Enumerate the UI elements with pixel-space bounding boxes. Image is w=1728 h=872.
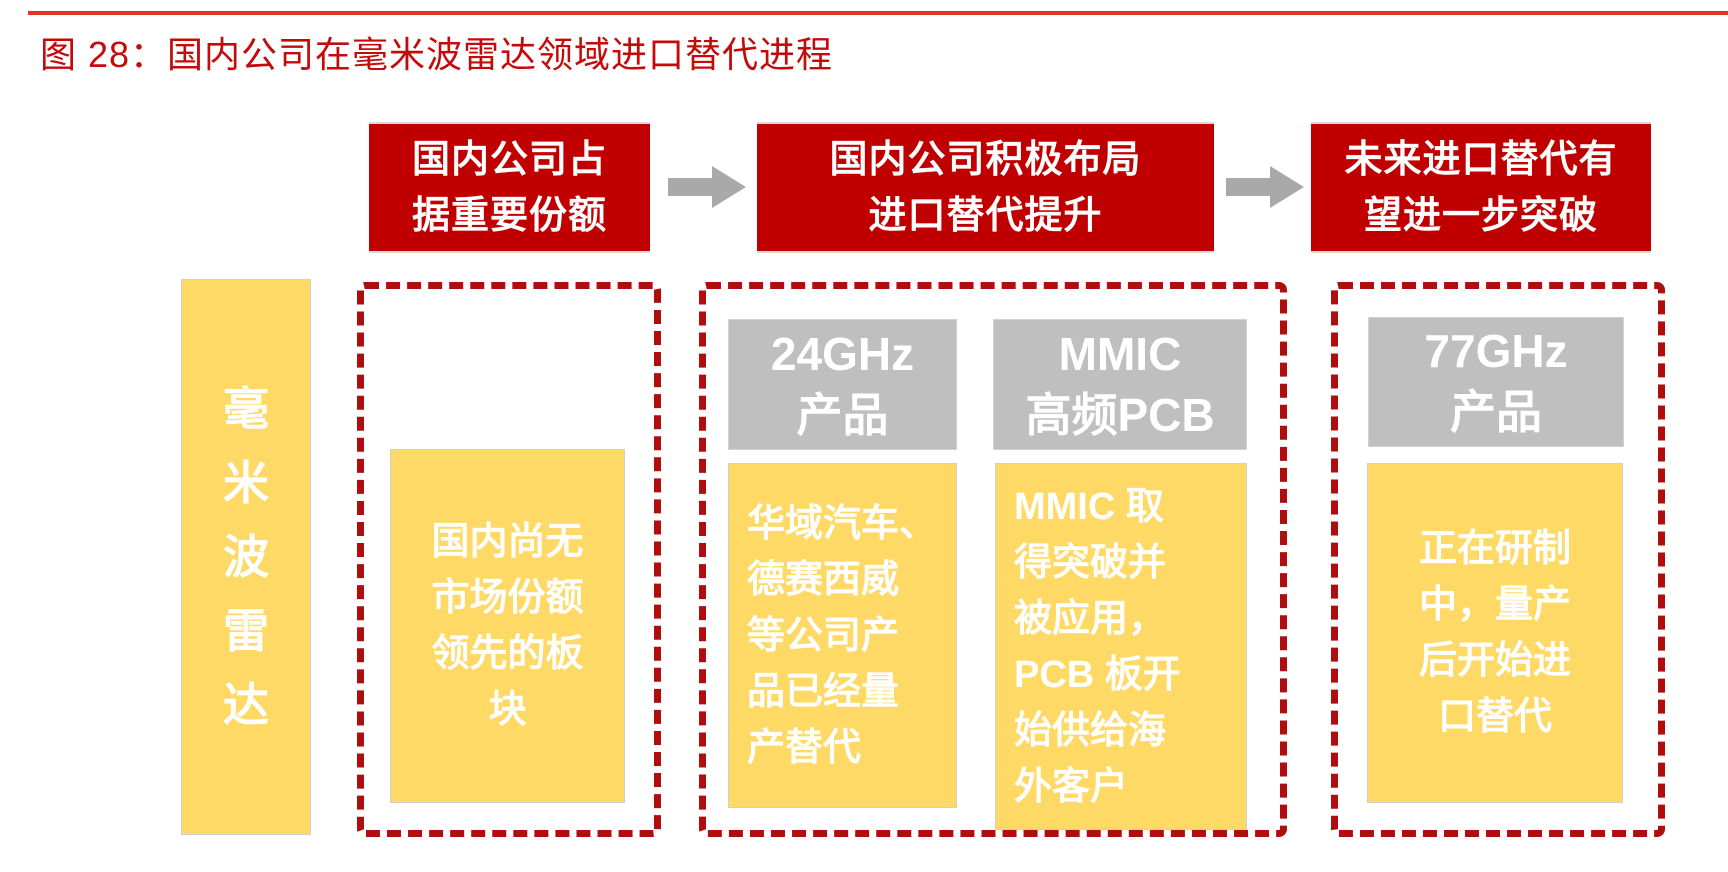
stage-2-note-mmic-pcb: MMIC 取 得突破并 被应用， PCB 板开 始供给海 外客户 — [995, 463, 1247, 830]
category-bar-mmwave-radar: 毫 米 波 雷 达 — [181, 279, 311, 835]
stage-2-panel: 24GHz 产品 MMIC 高频PCB 华域汽车、 德赛西威 等公司产 品已经量… — [699, 282, 1287, 837]
product-tag-24ghz: 24GHz 产品 — [728, 319, 957, 450]
figure-title: 图 28：国内公司在毫米波雷达领域进口替代进程 — [40, 34, 834, 75]
stage-3-panel: 77GHz 产品 正在研制 中，量产 后开始进 口替代 — [1331, 282, 1665, 837]
stage-1-panel: 国内尚无 市场份额 领先的板 块 — [357, 282, 661, 837]
stage-3-header: 未来进口替代有 望进一步突破 — [1311, 122, 1651, 253]
arrow-right-icon — [668, 166, 746, 208]
stage-2-header: 国内公司积极布局 进口替代提升 — [757, 122, 1214, 253]
stage-1-header: 国内公司占 据重要份额 — [369, 122, 650, 253]
top-divider-rule — [28, 11, 1728, 15]
stage-3-note-77ghz: 正在研制 中，量产 后开始进 口替代 — [1367, 463, 1623, 803]
arrow-right-icon — [1226, 166, 1304, 208]
product-tag-mmic-pcb: MMIC 高频PCB — [993, 319, 1247, 450]
category-bar-label: 毫 米 波 雷 达 — [223, 383, 269, 731]
stage-1-note: 国内尚无 市场份额 领先的板 块 — [390, 449, 625, 803]
stage-2-note-24ghz: 华域汽车、 德赛西威 等公司产 品已经量 产替代 — [728, 463, 957, 808]
product-tag-77ghz: 77GHz 产品 — [1368, 317, 1624, 447]
